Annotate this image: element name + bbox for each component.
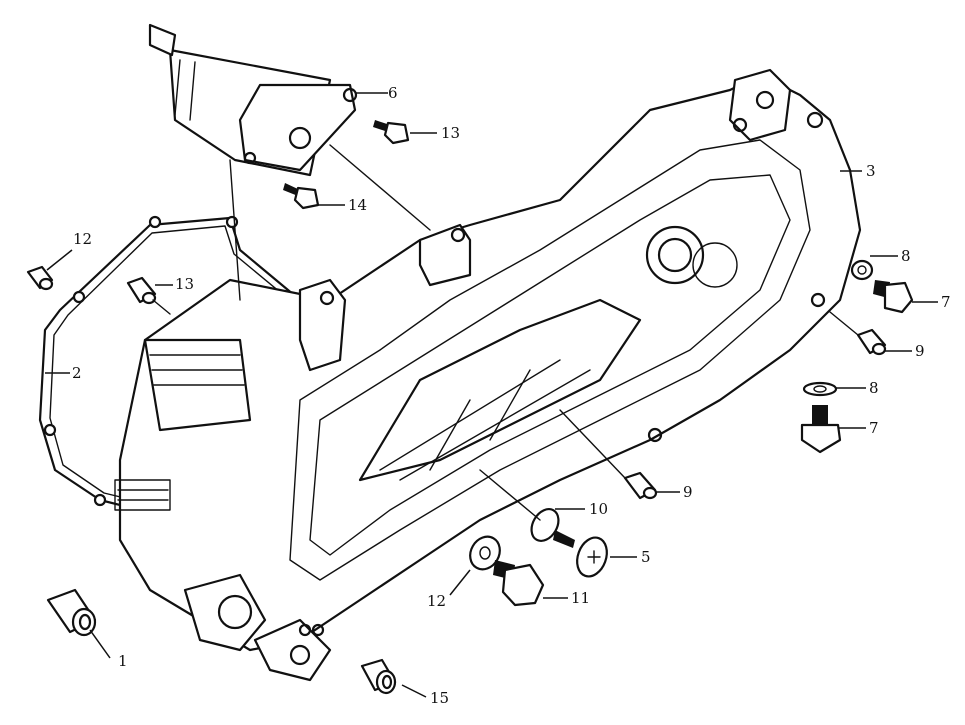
- callout-8: 8: [869, 379, 879, 397]
- left-crankcase-part: [114, 68, 862, 682]
- callout-1: 1: [118, 652, 128, 670]
- callout-15: 15: [430, 689, 450, 707]
- callout-6: 6: [388, 84, 398, 102]
- dowel-pin-13a: [26, 249, 73, 291]
- washer-12: [449, 535, 501, 596]
- callout-13: 12: [73, 230, 93, 248]
- bolt-14a: [373, 120, 437, 145]
- bolt-11: [493, 560, 568, 607]
- callout-5: 5: [641, 548, 651, 566]
- bolt-7b: [800, 405, 866, 454]
- callout-13: 13: [175, 275, 195, 293]
- bolt-14b: [283, 183, 345, 210]
- callout-10: 10: [589, 500, 609, 518]
- callout-12: 12: [427, 592, 447, 610]
- washer-8a: [850, 255, 898, 281]
- callout-8: 8: [901, 247, 911, 265]
- bushing-1: [46, 588, 111, 659]
- callout-2: 2: [72, 364, 82, 382]
- callout-9: 9: [915, 342, 925, 360]
- callout-7: 7: [869, 419, 879, 437]
- callout-9: 9: [683, 483, 693, 501]
- bushing-15: [360, 658, 427, 698]
- dowel-pin-9b: [559, 409, 680, 500]
- callout-14: 14: [348, 196, 368, 214]
- washer-8b: [802, 381, 866, 397]
- callout-14: 13: [441, 124, 461, 142]
- dowel-pin-9a: [829, 311, 912, 356]
- callout-11: 11: [571, 589, 591, 607]
- callout-3: 3: [866, 162, 876, 180]
- starter-motor-part: [148, 23, 358, 177]
- dowel-pin-13b: [126, 276, 173, 315]
- drain-bolt-5: [553, 530, 637, 578]
- callout-7: 7: [941, 293, 951, 311]
- bolt-7a: [873, 280, 938, 314]
